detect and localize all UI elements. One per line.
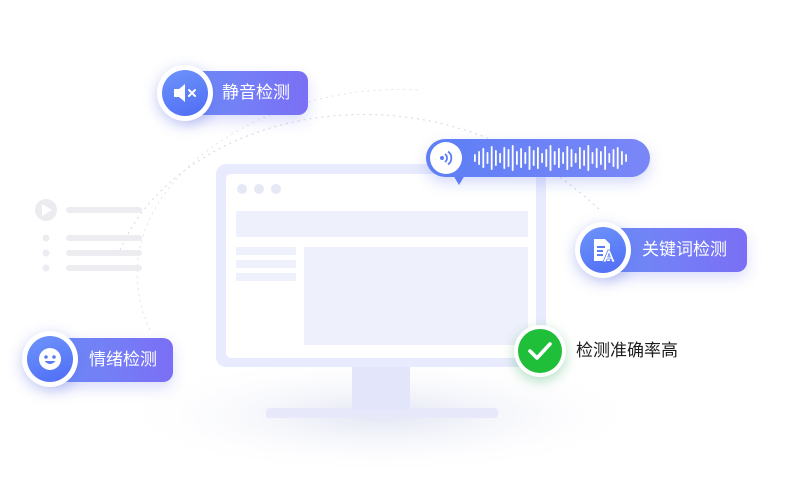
voice-wave-bubble [426,139,650,177]
wave-bar [528,146,531,170]
orbit-dashed-line-2 [136,88,421,331]
wave-bar [499,153,501,163]
wave-bar [490,146,493,170]
wave-bar [587,145,590,171]
wave-bar [608,153,611,163]
check-circle-icon [528,342,552,360]
wave-bar [549,145,552,171]
wave-bar [579,147,581,169]
wave-bar [566,146,569,170]
wave-bar [541,153,543,163]
sound-wave-bars [474,145,627,171]
emotion-detection-label: 情绪检测 [89,350,157,370]
wave-bar [486,152,489,164]
emotion-detection-badge [22,331,78,387]
wave-bar [507,149,510,167]
document-text-icon [594,239,616,263]
wave-bar [495,150,497,166]
smiley-face-icon [39,348,61,370]
mute-detection-label: 静音检测 [222,83,290,103]
media-list-placeholder [35,199,142,272]
wave-bar [537,147,539,169]
wave-bar [562,152,564,164]
mute-detection-badge [157,65,213,121]
wave-bar [612,149,615,167]
wave-bar [621,151,623,165]
wave-bar [595,148,598,168]
audio-wave-icon [430,142,462,174]
wave-bar [503,147,506,169]
wave-bar [558,148,560,168]
wave-bar [474,154,476,162]
wave-bar [574,153,577,163]
keyword-detection-badge [575,222,631,278]
wave-bar [532,150,535,166]
wave-bar [583,150,585,166]
wave-bar [604,146,606,170]
wave-bar [591,152,594,164]
wave-bar [478,151,480,165]
wave-bar [524,152,527,164]
wave-bar [516,151,518,165]
wave-bar [570,149,573,167]
wave-bar [600,151,602,165]
wave-bar [545,149,548,167]
wave-bar [520,148,522,168]
bubble-tail [453,175,465,185]
wave-bar [553,151,556,165]
accuracy-label: 检测准确率高 [576,341,678,361]
wave-bar [482,148,485,168]
wave-bar [511,145,514,171]
accuracy-badge [514,325,566,377]
keyword-detection-label: 关键词检测 [642,240,727,260]
mute-speaker-icon [174,84,196,102]
monitor-illustration [216,164,546,418]
wave-bar [616,147,619,169]
wave-bar [625,154,627,162]
